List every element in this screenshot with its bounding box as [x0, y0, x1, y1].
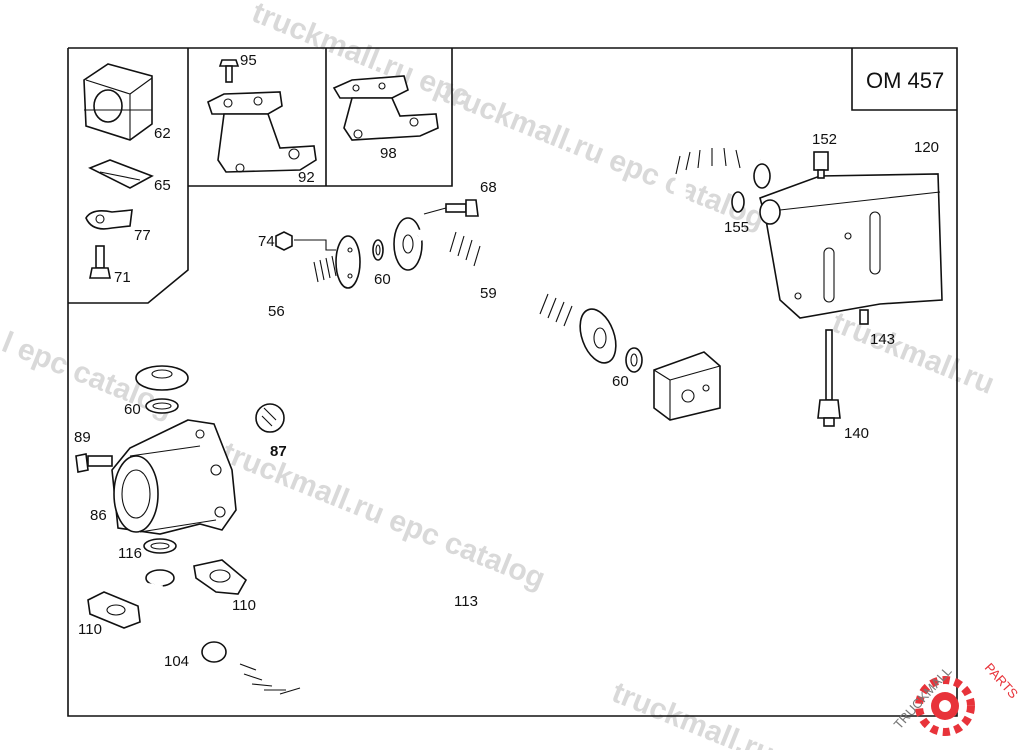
logo-text-parts: PARTS	[982, 660, 1022, 702]
label-87: 87	[270, 443, 287, 460]
elbow-104	[144, 569, 227, 663]
plug-152	[813, 151, 829, 179]
label-60-upper: 60	[374, 271, 391, 288]
label-104: 104	[164, 653, 189, 670]
label-62: 62	[154, 125, 171, 142]
label-89: 89	[74, 429, 91, 446]
seal-ring-60-mid	[625, 347, 643, 373]
fitting-143	[859, 309, 869, 325]
label-120: 120	[914, 139, 939, 156]
label-74: 74	[258, 233, 275, 250]
label-77: 77	[134, 227, 151, 244]
bolt-89	[75, 453, 113, 473]
bolt-95	[218, 59, 240, 83]
label-59: 59	[480, 285, 497, 302]
tool-87	[255, 403, 285, 433]
label-86: 86	[90, 507, 107, 524]
bracket-98	[332, 75, 439, 141]
seal-ring-60-lower	[145, 398, 179, 414]
label-60-lower: 60	[124, 401, 141, 418]
bolt-68	[423, 199, 479, 217]
clamp-110-right	[193, 559, 248, 595]
plate-65	[88, 159, 154, 189]
label-71: 71	[114, 269, 131, 286]
gasket-77	[85, 209, 133, 230]
seal-ring-116	[143, 538, 177, 554]
tank-120	[759, 173, 943, 319]
label-116: 116	[118, 545, 142, 562]
truckmall-logo: TRUCKMALL PARTS	[891, 660, 1022, 736]
pump-86	[111, 419, 237, 535]
label-155: 155	[724, 219, 749, 236]
label-95: 95	[240, 52, 257, 69]
block-valve	[653, 351, 721, 421]
label-152: 152	[812, 131, 837, 148]
pipe-56	[135, 235, 361, 391]
nut-155	[731, 191, 745, 213]
pipe-59	[393, 217, 617, 364]
label-143: 143	[870, 331, 895, 348]
sensor-140	[817, 329, 841, 427]
watermark-text: truckmall.ru epc catalog	[217, 436, 549, 596]
bracket-92	[207, 91, 317, 173]
bolt-71	[89, 245, 111, 279]
gear-icon	[915, 676, 975, 736]
pipe-113	[239, 145, 771, 695]
label-110-left: 110	[78, 621, 102, 638]
label-60-mid: 60	[612, 373, 629, 390]
watermark-text: truckmall.ru	[607, 676, 779, 750]
model-title: OM 457	[866, 68, 944, 93]
label-56: 56	[268, 303, 285, 320]
nut-74	[275, 231, 336, 251]
label-98: 98	[380, 145, 397, 162]
label-113: 113	[454, 593, 478, 610]
label-110-right: 110	[232, 597, 256, 614]
label-92: 92	[298, 169, 315, 186]
watermark-text: truckmall.ru	[827, 306, 999, 401]
label-68: 68	[480, 179, 497, 196]
label-140: 140	[844, 425, 869, 442]
clamp-110-left	[87, 591, 141, 629]
clamp-62	[83, 63, 153, 141]
label-65: 65	[154, 177, 171, 194]
diagram-frame	[67, 47, 958, 717]
part-number-labels: 62 65 77 71 95 92 98 74 60 68 59 56 60 6…	[74, 52, 939, 670]
seal-ring-60-upper	[372, 239, 384, 261]
